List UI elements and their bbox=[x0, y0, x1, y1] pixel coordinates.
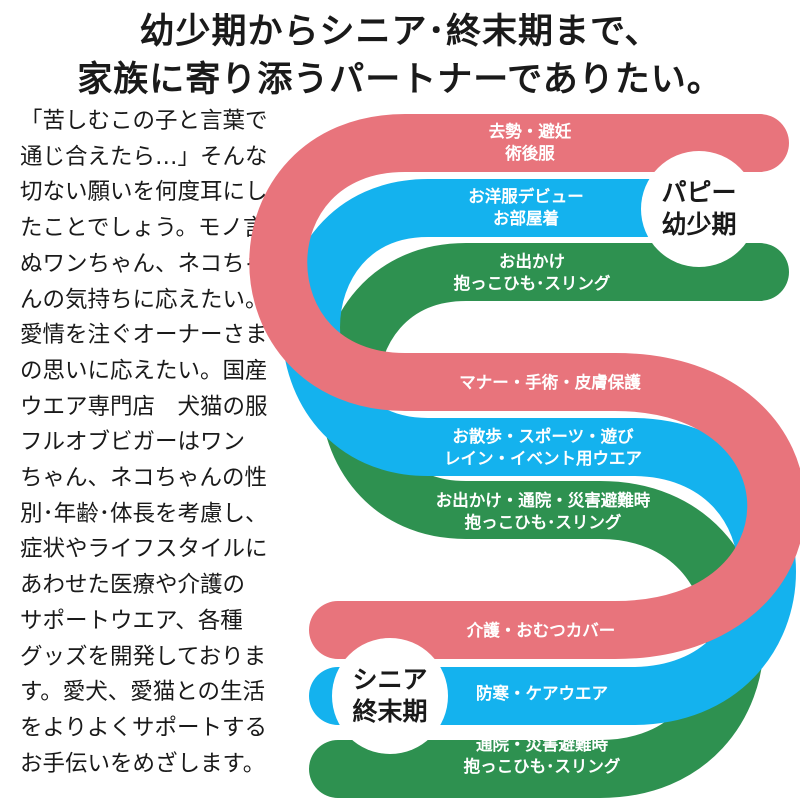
label-line: お出かけ・通院・災害避難時 bbox=[435, 491, 651, 510]
label-mid-blue: お散歩・スポーツ・遊び レイン・イベント用ウエア bbox=[444, 426, 642, 470]
label-line: お散歩・スポーツ・遊び bbox=[452, 427, 634, 446]
body-text-line: サポートウエア、各種 bbox=[20, 607, 243, 634]
body-text-line: 愛情を注ぐオーナーさま bbox=[20, 322, 268, 349]
label-line: 抱っこひも･スリング bbox=[463, 757, 621, 776]
label-top-pink: 去勢・避妊 術後服 bbox=[489, 121, 572, 165]
badge-puppy: パピー 幼少期 bbox=[641, 151, 757, 267]
label-line: お部屋着 bbox=[493, 209, 559, 228]
headline: 幼少期からシニア･終末期まで、 家族に寄り添うパートナーでありたい。 bbox=[0, 8, 800, 104]
label-top-green: お出かけ 抱っこひも･スリング bbox=[454, 251, 611, 295]
label-line: 抱っこひも･スリング bbox=[464, 513, 622, 532]
label-line: お出かけ bbox=[499, 252, 565, 271]
headline-line-1: 幼少期からシニア･終末期まで、 bbox=[139, 12, 661, 52]
body-text-line: あわせた医療や介護の bbox=[20, 572, 246, 599]
label-mid-green: お出かけ・通院・災害避難時 抱っこひも･スリング bbox=[436, 490, 651, 534]
body-text-line: ぬワンちゃん、ネコちゃ bbox=[20, 250, 268, 277]
label-line: マナー・手術・皮膚保護 bbox=[459, 373, 641, 392]
body-text-line: グッズを開発しておりま bbox=[20, 643, 267, 670]
badge-puppy-line-2: 幼少期 bbox=[661, 210, 737, 239]
label-line: 通院・災害避難時 bbox=[476, 735, 608, 754]
label-line: お洋服デビュー bbox=[468, 187, 584, 206]
body-text-line: 切ない願いを何度耳にし bbox=[20, 179, 268, 206]
badge-senior-line-1: シニア bbox=[352, 665, 428, 694]
body-text-line: んの気持ちに応えたい。 bbox=[20, 286, 268, 313]
body-text-line: フルオブビガーはワン bbox=[20, 429, 246, 456]
badge-senior-line-2: 終末期 bbox=[352, 697, 428, 726]
green-band bbox=[309, 243, 789, 798]
body-text-line: ちゃん、ネコちゃんの性 bbox=[20, 465, 268, 492]
body-text-line: 症状やライフスタイルに bbox=[20, 536, 268, 563]
label-bot-blue: 防寒・ケアウエア bbox=[476, 683, 608, 705]
label-line: 去勢・避妊 bbox=[488, 122, 572, 141]
label-bot-pink: 介護・おむつカバー bbox=[467, 620, 616, 642]
badge-puppy-line-1: パピー bbox=[661, 178, 737, 207]
body-text-line: す。愛犬、愛猫との生活 bbox=[20, 679, 266, 706]
label-line: レイン・イベント用ウエア bbox=[444, 449, 642, 468]
body-text-line: ウエア専門店 犬猫の服 bbox=[20, 393, 268, 420]
body-text-line: 「苦しむこの子と言葉で bbox=[20, 108, 268, 134]
body-text: 「苦しむこの子と言葉で通じ合えたら…」そんな切ない願いを何度耳にしたことでしょう… bbox=[20, 104, 288, 782]
blue-band bbox=[282, 179, 796, 725]
label-line: 介護・おむつカバー bbox=[466, 621, 616, 640]
body-text-line: の思いに応えたい。国産 bbox=[20, 357, 268, 384]
label-line: 術後服 bbox=[505, 144, 555, 163]
label-line: 防寒・ケアウエア bbox=[476, 684, 608, 703]
label-mid-pink: マナー・手術・皮膚保護 bbox=[459, 372, 641, 394]
badge-senior: シニア 終末期 bbox=[332, 638, 448, 754]
body-text-line: 別･年齢･体長を考慮し、 bbox=[20, 500, 268, 527]
headline-line-2: 家族に寄り添うパートナーでありたい。 bbox=[77, 60, 723, 100]
body-text-line: をよりよくサポートする bbox=[20, 714, 268, 741]
label-top-blue: お洋服デビュー お部屋着 bbox=[468, 186, 584, 230]
pink-band bbox=[249, 114, 800, 659]
label-bot-green: 通院・災害避難時 抱っこひも･スリング bbox=[464, 734, 621, 778]
body-text-line: お手伝いをめざします。 bbox=[20, 750, 266, 777]
label-line: 抱っこひも･スリング bbox=[453, 274, 611, 293]
body-text-line: たことでしょう。モノ言わ bbox=[20, 215, 288, 242]
body-text-line: 通じ合えたら…」そんな bbox=[20, 143, 268, 170]
